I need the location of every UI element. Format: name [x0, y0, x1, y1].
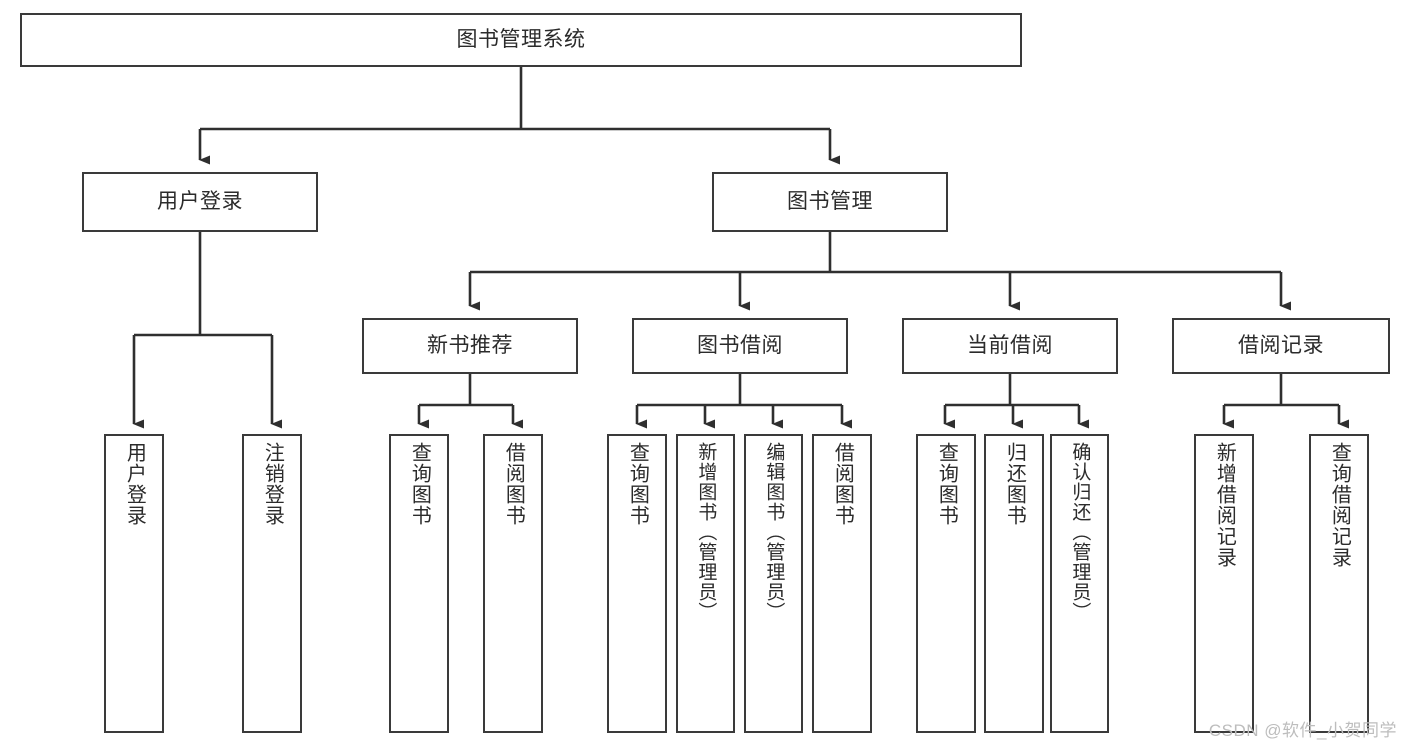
- node-leaf-add-book[interactable]: 新增图书（管理员）: [676, 434, 735, 733]
- node-borrow-record-label: 借阅记录: [1238, 333, 1324, 357]
- node-leaf-query-book-2-label: 查询图书: [626, 442, 649, 526]
- node-leaf-user-login[interactable]: 用户登录: [104, 434, 164, 733]
- node-book-borrow-label: 图书借阅: [697, 333, 783, 357]
- node-leaf-query-book-1-label: 查询图书: [408, 442, 431, 526]
- node-leaf-add-record[interactable]: 新增借阅记录: [1194, 434, 1254, 733]
- node-leaf-borrow-book-1[interactable]: 借阅图书: [483, 434, 543, 733]
- node-leaf-borrow-book-2-label: 借阅图书: [831, 442, 854, 526]
- node-book-borrow[interactable]: 图书借阅: [632, 318, 848, 374]
- csdn-watermark: CSDN @软件_小贺同学: [1208, 721, 1397, 740]
- node-leaf-return-book-label: 归还图书: [1003, 442, 1026, 526]
- node-leaf-query-record-label: 查询借阅记录: [1328, 442, 1351, 568]
- node-book-manage-label: 图书管理: [787, 189, 873, 213]
- node-new-book-recommend[interactable]: 新书推荐: [362, 318, 578, 374]
- node-borrow-record[interactable]: 借阅记录: [1172, 318, 1390, 374]
- node-root-label: 图书管理系统: [456, 27, 586, 51]
- node-leaf-borrow-book-1-label: 借阅图书: [502, 442, 525, 526]
- node-root[interactable]: 图书管理系统: [20, 13, 1022, 67]
- node-user-login[interactable]: 用户登录: [82, 172, 318, 232]
- node-leaf-confirm-return-label: 确认归还（管理员）: [1069, 442, 1091, 622]
- node-leaf-add-record-label: 新增借阅记录: [1213, 442, 1236, 568]
- node-book-manage[interactable]: 图书管理: [712, 172, 948, 232]
- node-leaf-confirm-return[interactable]: 确认归还（管理员）: [1050, 434, 1109, 733]
- node-leaf-edit-book-label: 编辑图书（管理员）: [763, 442, 785, 622]
- node-leaf-query-book-2[interactable]: 查询图书: [607, 434, 667, 733]
- node-leaf-query-record[interactable]: 查询借阅记录: [1309, 434, 1369, 733]
- node-leaf-return-book[interactable]: 归还图书: [984, 434, 1044, 733]
- node-leaf-query-book-1[interactable]: 查询图书: [389, 434, 449, 733]
- node-user-login-label: 用户登录: [157, 189, 243, 213]
- node-leaf-logout[interactable]: 注销登录: [242, 434, 302, 733]
- node-leaf-logout-label: 注销登录: [261, 442, 284, 526]
- node-leaf-user-login-label: 用户登录: [123, 442, 146, 526]
- node-current-borrow[interactable]: 当前借阅: [902, 318, 1118, 374]
- node-current-borrow-label: 当前借阅: [967, 333, 1053, 357]
- node-leaf-edit-book[interactable]: 编辑图书（管理员）: [744, 434, 803, 733]
- node-new-book-recommend-label: 新书推荐: [427, 333, 513, 357]
- node-leaf-borrow-book-2[interactable]: 借阅图书: [812, 434, 872, 733]
- node-leaf-query-book-3[interactable]: 查询图书: [916, 434, 976, 733]
- node-leaf-query-book-3-label: 查询图书: [935, 442, 958, 526]
- node-leaf-add-book-label: 新增图书（管理员）: [695, 442, 717, 622]
